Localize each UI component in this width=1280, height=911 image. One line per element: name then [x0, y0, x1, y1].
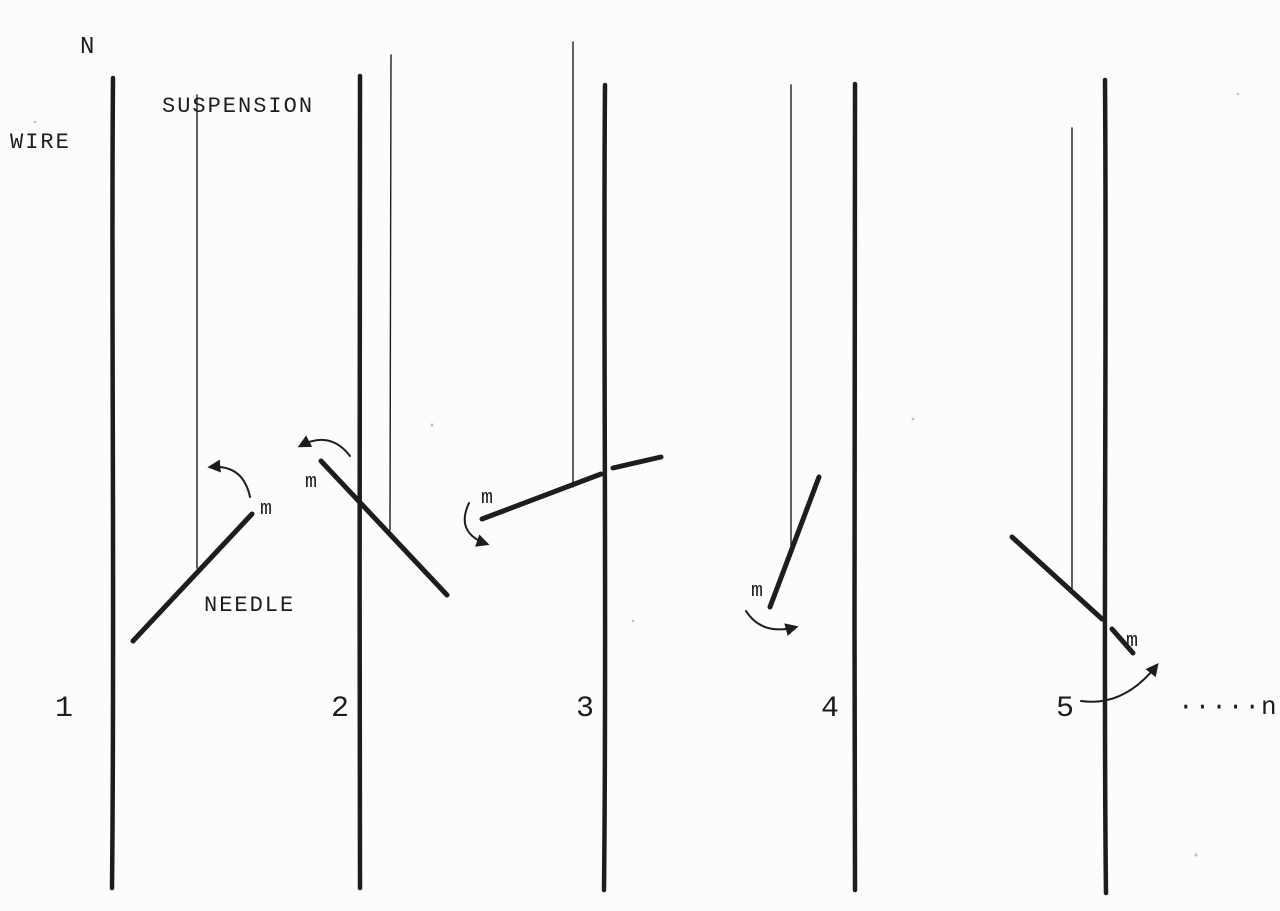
mass-label-2: m — [305, 471, 317, 494]
scan-speck — [33, 120, 37, 124]
needle-2 — [318, 458, 450, 598]
needle-5 — [1009, 534, 1105, 622]
scan-speck — [631, 619, 635, 623]
north-label: N — [80, 34, 94, 61]
rotation-arrow-5 — [1080, 662, 1159, 703]
scan-speck — [430, 423, 434, 427]
scan-speck — [1194, 853, 1198, 857]
wire-5-line — [1102, 77, 1109, 896]
sequence-continuation-label: ·····n — [1178, 692, 1278, 722]
rotation-arrow-1 — [207, 459, 251, 498]
wire-4-line — [852, 81, 858, 893]
rotation-arrow-4 — [745, 610, 799, 636]
wire-number-4: 4 — [821, 692, 839, 726]
needle-4 — [767, 474, 822, 610]
wire-2-line — [357, 73, 363, 891]
needle-5-tip — [1109, 626, 1136, 656]
wire-number-2: 2 — [331, 692, 349, 726]
scan-speck — [911, 417, 915, 421]
mass-label-4: m — [751, 580, 763, 603]
suspension-thread-2 — [389, 54, 392, 531]
needle-1 — [130, 511, 255, 644]
scan-speck — [1236, 92, 1240, 96]
wire-3-line — [601, 82, 608, 893]
mass-label-1: m — [260, 498, 272, 521]
needle-3-tip — [610, 454, 664, 471]
wire-number-5: 5 — [1056, 692, 1074, 726]
needle-label: NEEDLE — [204, 593, 295, 618]
wire-number-3: 3 — [576, 692, 594, 726]
rotation-arrow-3 — [463, 502, 490, 547]
mass-label-5: m — [1126, 630, 1138, 653]
wire-label: WIRE — [10, 130, 71, 155]
wire-number-1: 1 — [55, 692, 73, 726]
wire-1-line — [109, 75, 116, 891]
suspension-label: SUSPENSION — [162, 94, 314, 119]
rotation-arrow-2 — [297, 435, 351, 457]
mass-label-3: m — [481, 487, 493, 510]
needle-3 — [479, 471, 604, 522]
